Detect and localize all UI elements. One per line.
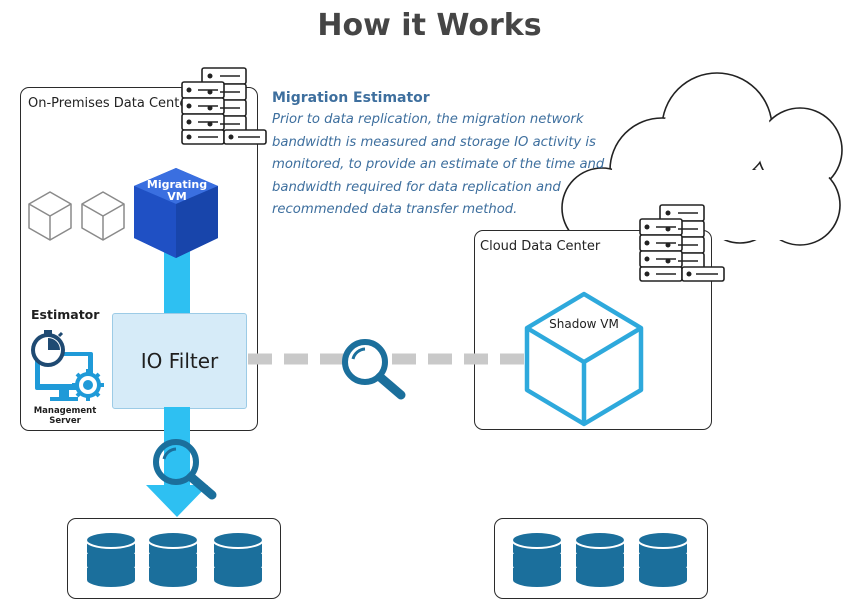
shadow-vm-cube	[524, 291, 644, 427]
magnifier-icon	[153, 439, 217, 500]
server-rack-icon	[639, 204, 725, 282]
management-server-line1: Management	[33, 406, 97, 416]
network-connection-line	[248, 353, 536, 365]
server-rack-icon	[181, 67, 267, 145]
vm-cube-icon	[81, 191, 125, 241]
management-server-label: Management Server	[28, 406, 102, 426]
migration-estimator-title: Migration Estimator	[272, 90, 430, 106]
migrating-vm-cube	[134, 168, 218, 258]
description-line: recommended data transfer method.	[272, 202, 518, 217]
migrating-vm-line1: Migrating	[146, 178, 208, 191]
description-line: bandwidth is measured and storage IO act…	[272, 134, 596, 150]
estimator-label: Estimator	[31, 307, 100, 322]
management-server-line2: Server	[49, 416, 81, 426]
migrating-vm-label: Migrating VM	[134, 179, 220, 203]
description-line: monitored, to provide an estimate of the…	[272, 157, 605, 172]
management-server-icon	[31, 330, 104, 401]
migration-estimator-description: Prior to data replication, the migration…	[272, 109, 622, 222]
cloud-data-center-label: Cloud Data Center	[480, 239, 601, 254]
migrating-vm-line2: VM	[167, 190, 187, 203]
io-filter-box: IO Filter	[112, 313, 247, 409]
data-flow-arrow	[164, 248, 190, 316]
io-filter-label: IO Filter	[140, 349, 219, 373]
description-line: bandwidth required for data replication …	[272, 179, 561, 195]
vm-cube-icon	[28, 191, 72, 241]
magnifier-icon	[342, 339, 406, 400]
description-line: Prior to data replication, the migration…	[272, 112, 584, 127]
page-title: How it Works	[317, 8, 542, 43]
shadow-vm-label: Shadow VM	[549, 317, 619, 331]
on-premises-label: On-Premises Data Center	[28, 96, 193, 111]
